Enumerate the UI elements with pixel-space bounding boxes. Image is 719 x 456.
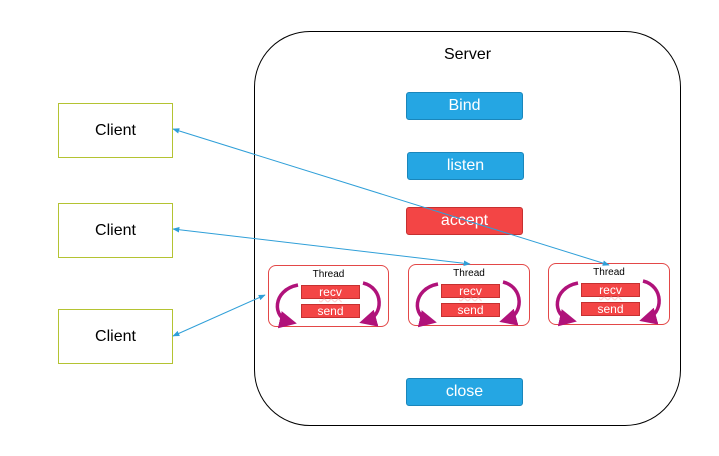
listen-block: listen (407, 152, 524, 180)
thread-box-3: Thread recv send (548, 263, 670, 325)
recv-label: recv (459, 284, 482, 298)
recv-label: recv (319, 285, 342, 299)
close-block: close (406, 378, 523, 406)
thread-title: Thread (312, 269, 345, 280)
client-box-3: Client (58, 309, 173, 364)
thread-title: Thread (593, 267, 625, 278)
thread-box-1: Thread recv send (268, 265, 389, 327)
accept-block: accept (406, 207, 523, 235)
send-block: send (441, 303, 500, 317)
thread-title: Thread (453, 268, 485, 279)
send-block: send (301, 304, 360, 318)
thread-box-2: Thread recv send (408, 264, 530, 326)
server-title: Server (443, 46, 492, 63)
recv-block: recv (441, 284, 500, 298)
recv-block: recv (581, 283, 640, 297)
send-block: send (581, 302, 640, 316)
recv-label: recv (599, 283, 622, 297)
client-box-2: Client (58, 203, 173, 258)
recv-block: recv (301, 285, 360, 299)
bind-block: Bind (406, 92, 523, 120)
connector-client3-thread1 (172, 294, 266, 337)
client-box-1: Client (58, 103, 173, 158)
